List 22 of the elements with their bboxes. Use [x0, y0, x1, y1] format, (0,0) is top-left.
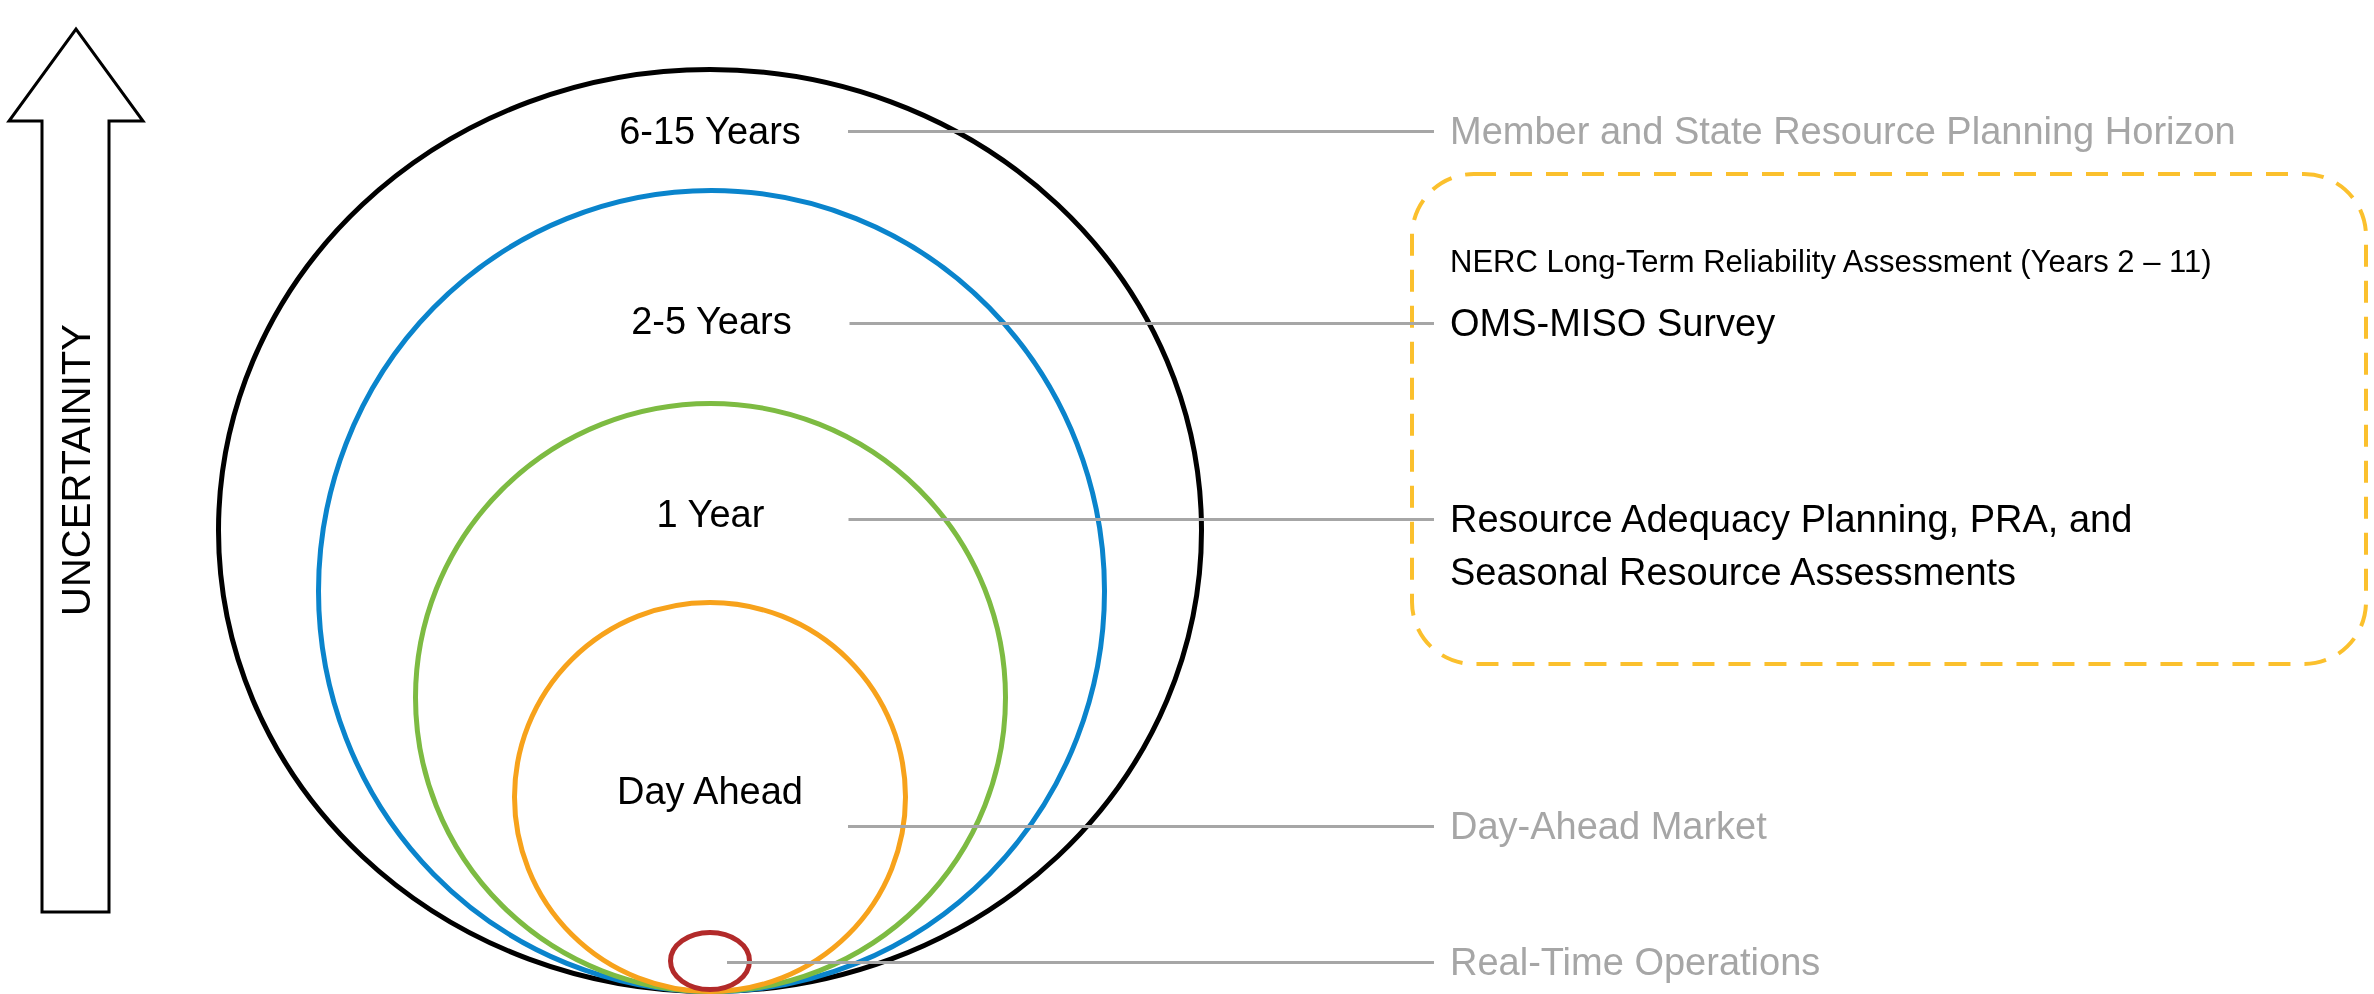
- timeframe-circle: [668, 930, 752, 992]
- axis-label: UNCERTAINITY: [53, 324, 99, 616]
- timeframe-circle: [413, 401, 1008, 994]
- leader-line: [849, 322, 1434, 326]
- leader-line: [848, 130, 1434, 134]
- group-heading: NERC Long-Term Reliability Assessment (Years 2 – 11): [1450, 244, 2212, 280]
- process-label: Day-Ahead Market: [1450, 800, 1767, 854]
- horizon-label: Member and State Resource Planning Horizon: [1450, 105, 2236, 159]
- leader-line: [727, 961, 1434, 965]
- process-label: OMS-MISO Survey: [1450, 297, 1776, 351]
- timeframe-circle: [316, 188, 1107, 994]
- timeframe-label: 1 Year: [655, 493, 766, 536]
- assessment-group-box: [1410, 172, 2368, 666]
- timeframe-label: Day Ahead: [616, 770, 804, 813]
- timeframe-label: 2-5 Years: [630, 300, 793, 343]
- leader-line: [848, 518, 1434, 522]
- timeframe-circle: [512, 600, 908, 994]
- timeframe-label: 6-15 Years: [618, 110, 802, 153]
- process-label: Resource Adequacy Planning, PRA, and Seasonal Resource Assessments: [1450, 493, 2150, 600]
- process-label: Real-Time Operations: [1450, 936, 1821, 990]
- leader-line: [848, 825, 1434, 829]
- timeframe-circle: [216, 67, 1204, 994]
